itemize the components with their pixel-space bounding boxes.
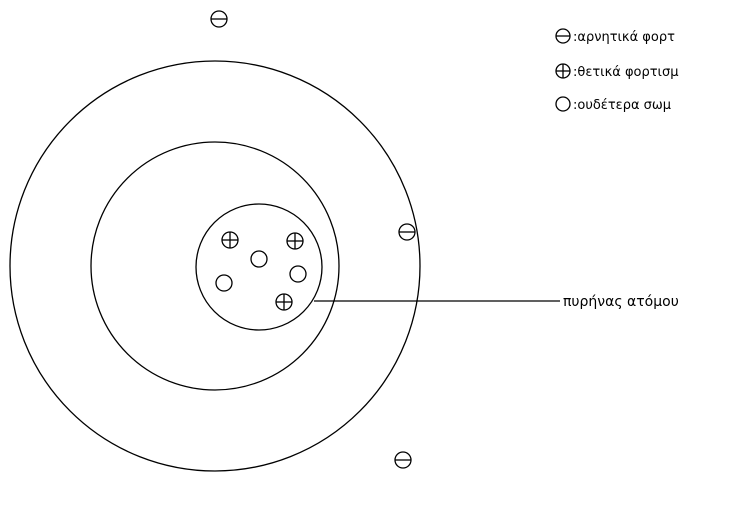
outer-orbit: [9, 60, 421, 472]
legend-label-positive: :θετικά φορτισμ: [573, 65, 678, 80]
electron-right: [398, 223, 416, 241]
legend-item-positive: :θετικά φορτισμ: [555, 63, 678, 80]
legend: :αρνητικά φορτ :θετικά φορτισμ :ουδέτερα…: [555, 28, 678, 113]
proton: [221, 231, 239, 249]
neutron: [215, 274, 233, 292]
inner-orbit: [90, 141, 340, 391]
legend-item-negative: :αρνητικά φορτ: [555, 28, 675, 45]
neutron: [250, 250, 268, 268]
nucleus-boundary: [195, 203, 323, 331]
proton: [286, 232, 304, 250]
legend-label-neutral: :ουδέτερα σωμ: [573, 98, 671, 113]
electron-bottom: [394, 451, 412, 469]
legend-item-neutral: :ουδέτερα σωμ: [555, 96, 671, 113]
nucleus-label: πυρήνας ατόμου: [563, 294, 679, 310]
legend-label-negative: :αρνητικά φορτ: [573, 30, 675, 45]
neutral-particle-icon: [555, 96, 571, 112]
neutron: [289, 265, 307, 283]
electron-top: [210, 10, 228, 28]
proton: [275, 293, 293, 311]
